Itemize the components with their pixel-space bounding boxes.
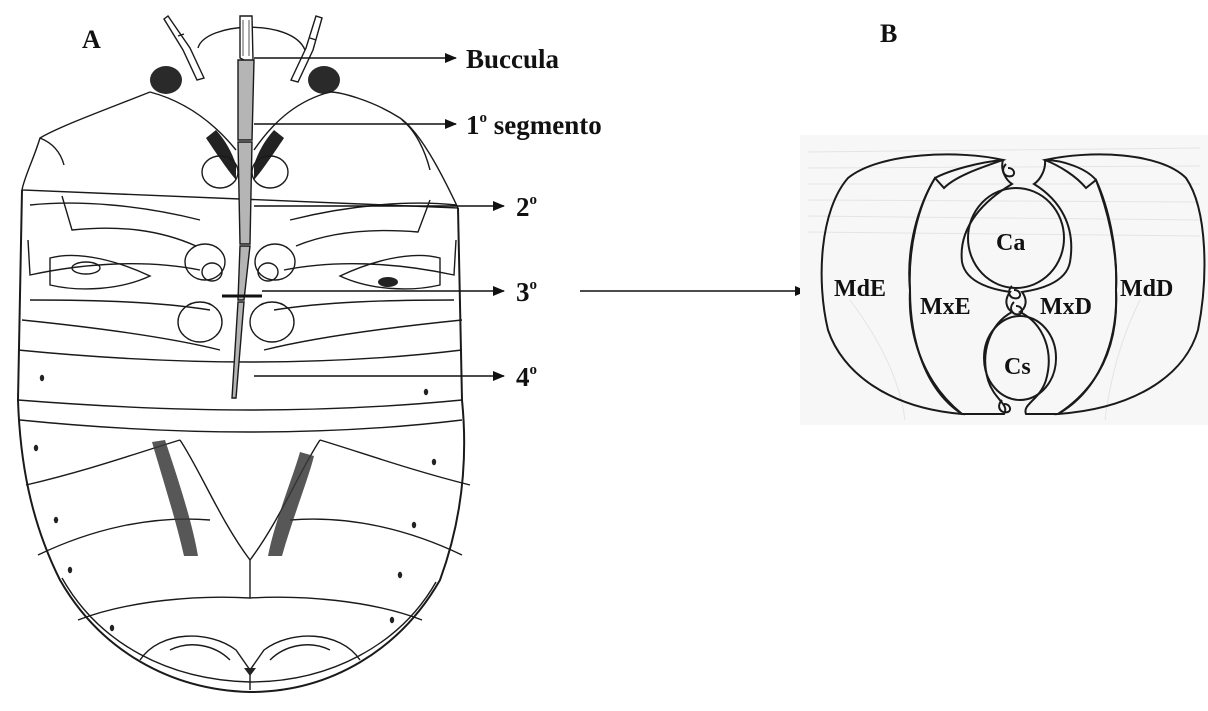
shaded-patch [268, 452, 314, 556]
panel-label-a: A [82, 25, 101, 54]
callout-seg4: 4o [516, 362, 537, 392]
callout-seg3: 3o [516, 277, 537, 307]
callout-seg1-number: 1 [466, 110, 480, 140]
callout-seg2: 2o [516, 192, 537, 222]
callout-seg1-sup: o [480, 110, 488, 126]
eye-left [150, 66, 182, 94]
label-mxd: MxD [1040, 294, 1092, 320]
label-mde: MdE [834, 276, 886, 302]
callout-seg3-number: 3 [516, 277, 530, 307]
label-mxe: MxE [920, 294, 971, 320]
callout-buccula: Buccula [466, 44, 560, 74]
callout-seg2-sup: o [530, 192, 538, 208]
callout-seg1-suffix: segmento [487, 110, 602, 140]
coxa [185, 244, 225, 280]
callout-seg3-sup: o [530, 277, 538, 293]
insect-ventral-view [18, 16, 470, 692]
cross-section-diagram: MdE MxE Ca MxD MdD Cs [800, 135, 1208, 425]
label-cs: Cs [1004, 354, 1031, 380]
label-mdd: MdD [1120, 276, 1173, 302]
coxa [255, 244, 295, 280]
coxa [250, 302, 294, 342]
panel-label-b: B [880, 19, 897, 48]
callout-seg1: 1o segmento [466, 110, 602, 140]
callout-seg2-number: 2 [516, 192, 530, 222]
eye-right [308, 66, 340, 94]
rostrum [232, 16, 254, 398]
callout-seg4-sup: o [530, 362, 538, 378]
spiracles [34, 375, 436, 631]
label-ca: Ca [996, 230, 1025, 256]
callout-seg4-number: 4 [516, 362, 530, 392]
